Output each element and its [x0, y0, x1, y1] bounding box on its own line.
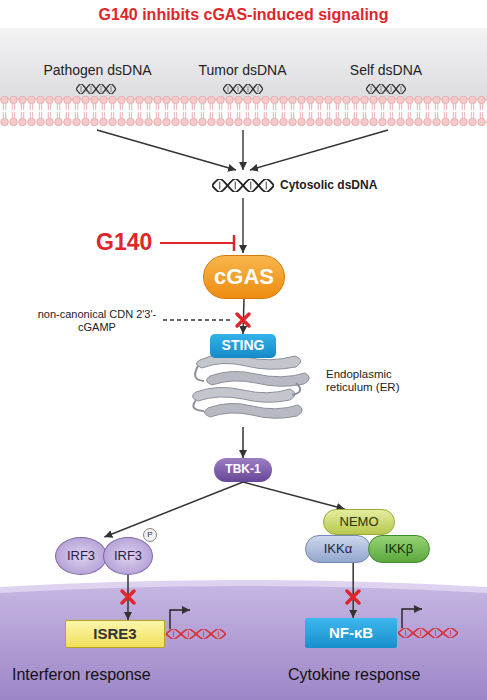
extracellular-space: [0, 28, 487, 100]
source-label: Pathogen dsDNA: [25, 62, 170, 78]
converging-arrow: [242, 130, 243, 170]
dna-helix: [212, 179, 274, 193]
kinase-pill: IKKβ: [368, 535, 430, 563]
er-sheet: [206, 371, 309, 386]
node-label: IRF3: [114, 549, 142, 563]
node-label: TBK-1: [225, 463, 260, 476]
ligand-label: non-canonical CDN 2'3'-cGAMP: [32, 308, 162, 333]
converging-arrow: [250, 130, 388, 170]
gene-dna: [166, 629, 226, 640]
complex-pill: NEMO: [323, 509, 395, 535]
phosphate-circle: P: [143, 528, 157, 542]
inhibition-line: [160, 242, 233, 244]
transcription-start: [170, 610, 190, 629]
arrow-line: [127, 575, 129, 620]
node-label: cGAS: [214, 265, 274, 289]
block-cross: [122, 591, 134, 603]
block-cross: [237, 314, 249, 326]
node-label: NEMO: [340, 515, 379, 529]
node-label: NF-κB: [329, 625, 373, 642]
arrow-line: [243, 299, 244, 334]
dna-label: Cytosolic dsDNA: [280, 179, 410, 193]
signal-arrow: [104, 482, 243, 537]
signal-arrow: [353, 563, 354, 618]
transcription-start: [402, 609, 422, 628]
node-label: IKKβ: [385, 542, 413, 556]
source-label: Tumor dsDNA: [180, 62, 305, 78]
node-label: STING: [222, 338, 265, 353]
promoter-box: NF-κB: [305, 618, 397, 648]
arrow-line: [243, 482, 345, 509]
signal-arrow: [243, 482, 345, 509]
inhibition-bar: [233, 235, 236, 251]
arrow-line: [352, 563, 354, 618]
dna-helix: [366, 84, 406, 95]
kinase-pill: TBK-1: [214, 458, 272, 482]
organelle-label: Endoplasmic reticulum (ER): [326, 368, 426, 394]
node-label: IRF3: [67, 549, 95, 563]
kinase-pill: IKKα: [305, 535, 371, 563]
arrow-line: [104, 482, 243, 537]
er-sheet: [204, 403, 302, 418]
nuclear-envelope: [0, 583, 487, 590]
dashed-line: [163, 319, 233, 320]
dna-helix: [223, 84, 263, 95]
node-label: IKKα: [324, 542, 352, 556]
factor-oval: IRF3: [55, 537, 107, 575]
node-label: ISRE3: [93, 626, 136, 643]
signal-arrow: [243, 299, 244, 334]
er-junction: [193, 366, 300, 411]
er-sheet: [192, 387, 295, 402]
signal-arrow: [128, 575, 129, 620]
source-label: Self dsDNA: [325, 62, 447, 78]
converging-arrow: [97, 130, 236, 170]
activation-arrow: [242, 198, 243, 253]
node-label: P: [147, 531, 152, 540]
inhibitor-label: G140: [96, 229, 166, 255]
dna-helix: [76, 84, 116, 95]
response-label: Interferon response: [12, 666, 212, 684]
receptor-box: STING: [210, 334, 276, 358]
enzyme-pill: cGAS: [203, 255, 285, 299]
promoter-box: ISRE3: [65, 620, 165, 648]
gene-dna: [398, 628, 458, 639]
diagram-title: G140 inhibits cGAS-induced signaling: [0, 6, 487, 24]
cell-membrane: [0, 96, 487, 126]
response-label: Cytokine response: [288, 666, 478, 684]
block-cross: [347, 591, 359, 603]
nucleus: [0, 583, 487, 700]
factor-oval: IRF3: [103, 537, 153, 575]
